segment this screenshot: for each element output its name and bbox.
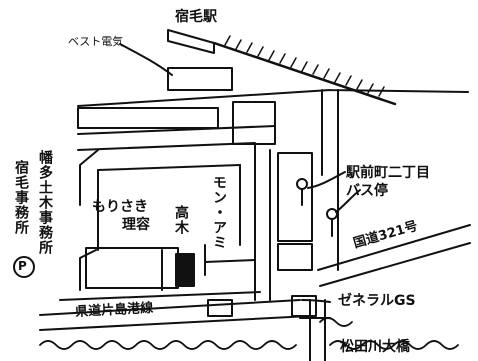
gs-building <box>291 295 317 317</box>
railway-ties <box>224 35 385 97</box>
best-denki-building <box>167 67 233 91</box>
river-waves <box>39 340 297 350</box>
bridge-label: 松田川大橋 <box>340 339 410 355</box>
center-vertical-road <box>321 89 339 191</box>
barber-label: 理容 <box>122 217 150 233</box>
block-n1 <box>77 107 219 129</box>
north-road <box>77 89 469 107</box>
morisaki-barber-building <box>85 247 179 289</box>
gas-station-label: ゼネラルGS <box>338 293 416 309</box>
small-building <box>207 299 233 317</box>
hata-doboku-office-label: 幡多土木事務所 <box>37 150 53 255</box>
morisaki-label: もりさき <box>92 199 148 215</box>
mon-ami-label: モン・アミ <box>211 175 227 250</box>
railway-track <box>167 29 397 106</box>
takagi-building <box>175 253 195 287</box>
parking-label: P <box>18 259 27 273</box>
bus-stop-icon <box>296 178 338 237</box>
bus-stop-leader <box>307 171 346 189</box>
parking-icon <box>13 256 35 278</box>
inner-left-road <box>79 249 97 291</box>
gs-leader <box>301 299 331 303</box>
prefectural-road-label: 県道片島港線 <box>74 300 154 320</box>
block-center <box>277 152 313 242</box>
takagi-label: 高木 <box>173 205 189 235</box>
national-route-321 <box>317 224 471 287</box>
sukumo-office-label: 宿毛事務所 <box>13 160 29 235</box>
block-center-low <box>277 243 313 271</box>
best-denki-leader <box>119 43 173 76</box>
best-denki-label: ベスト電気 <box>68 35 124 48</box>
prefectural-road <box>39 299 311 331</box>
bus-stop-label: 駅前町二丁目 バス停 <box>346 165 430 199</box>
bridge <box>309 299 326 361</box>
station-label: 宿毛駅 <box>175 9 217 25</box>
block-n2 <box>232 101 276 145</box>
